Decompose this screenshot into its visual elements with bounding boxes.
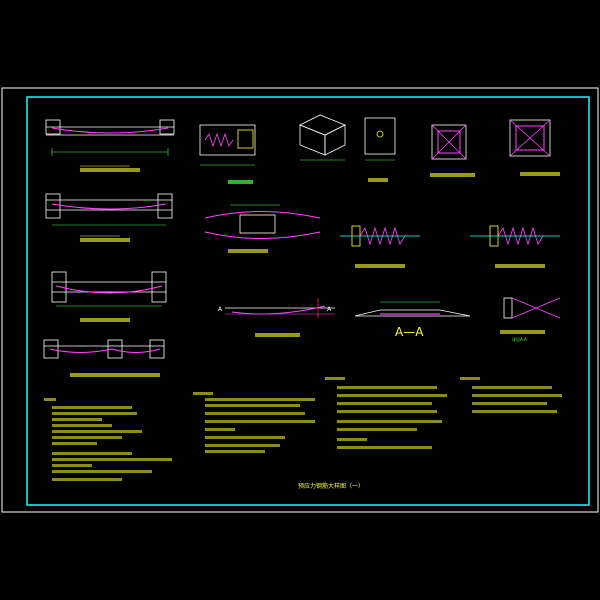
detail-caption: 详见A-A xyxy=(512,337,527,342)
anchor-detail-a xyxy=(199,124,256,184)
notes-block-2 xyxy=(193,392,315,453)
cut-mark-a-right: A xyxy=(327,306,332,313)
beam-detail-4 xyxy=(43,339,165,377)
inner-frame xyxy=(26,96,590,506)
notes-block-4 xyxy=(460,377,562,413)
anchor-block-3d xyxy=(299,114,346,161)
drawing-title: 预应力钢筋大样图（一） xyxy=(298,483,365,490)
prestress-anchor-2 xyxy=(470,225,560,268)
section-a-a-label: A—A xyxy=(395,325,424,339)
outer-frame xyxy=(1,87,599,513)
beam-detail-1 xyxy=(45,119,175,172)
anchor-end-detail xyxy=(500,297,561,334)
section-a-a xyxy=(354,301,471,317)
tendon-cut-detail xyxy=(225,298,335,337)
tendon-profile-detail xyxy=(204,204,321,253)
beam-detail-3 xyxy=(51,271,167,322)
stirrup-detail-1 xyxy=(430,124,475,177)
cut-mark-a-left: A xyxy=(218,306,223,313)
prestress-anchor-1 xyxy=(340,225,420,268)
beam-detail-2 xyxy=(45,193,173,242)
stirrup-detail-2 xyxy=(509,119,560,176)
notes-block-3 xyxy=(325,377,447,449)
anchor-plate-plan xyxy=(364,117,396,182)
notes-block-1 xyxy=(44,398,172,481)
